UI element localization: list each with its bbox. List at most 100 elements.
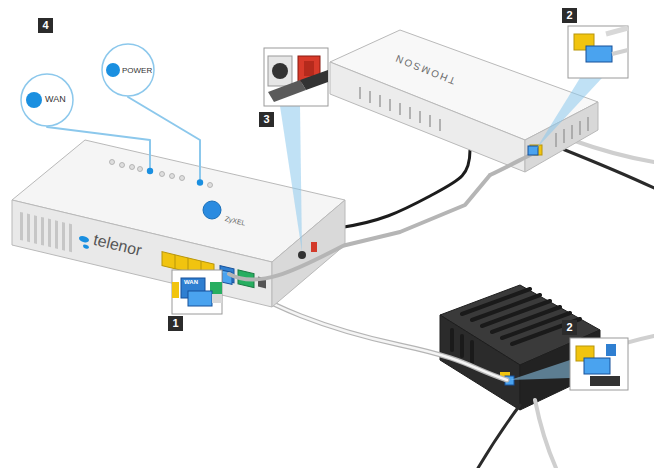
- modem-device-outline-part: [525, 102, 598, 172]
- led-callout-circle-outline-part: [102, 44, 154, 96]
- router-device-outline-part: [203, 201, 221, 219]
- inset-power-port-part: [300, 70, 328, 90]
- router-device-outline-part: [12, 200, 272, 307]
- inset-modem-port-part: [612, 50, 628, 54]
- modem-device: THOMSON: [320, 25, 600, 175]
- modem-device-outline-part-part: [379, 95, 381, 107]
- router-device-outline-part-part: [79, 235, 89, 243]
- modem-device-outline-part-part: [399, 103, 401, 115]
- router-device-outline-part-part: [200, 261, 201, 275]
- inset-wan-port-part: [212, 294, 222, 303]
- cable-connector: [345, 175, 490, 245]
- router-device-outline-part-part: [138, 167, 143, 172]
- callout-number: 3: [259, 112, 274, 127]
- led-callout-circle-outline-part: [26, 92, 42, 108]
- router-device-outline-part-part: [62, 222, 65, 251]
- router-device-outline-part: [147, 168, 153, 174]
- modem-device-outline-part-part: [369, 91, 371, 103]
- modem-device-outline-part-part: [359, 87, 361, 99]
- router-device-outline-part-part: [83, 244, 89, 249]
- router-device-outline-part: [298, 251, 306, 259]
- inset-black-modem-port: [570, 338, 628, 390]
- callout-number: 1: [168, 316, 183, 331]
- router-device-outline-part-part: [222, 270, 232, 284]
- router-device-outline-part-part: [110, 160, 115, 165]
- modem-device-outline-part-part: [579, 121, 581, 135]
- router-device-outline-part-part: [55, 220, 58, 249]
- router-device-outline-part-part: [170, 174, 175, 179]
- router-device-outline-part-part: [160, 172, 165, 177]
- modem-device-outline-part-part: [419, 111, 421, 123]
- router-device-outline-part-part: [174, 255, 175, 269]
- cables-part: [478, 405, 520, 468]
- inset-power-port-part: [304, 61, 314, 76]
- router-device-outline-part: [311, 242, 317, 252]
- black-modem-part-part: [460, 336, 464, 356]
- modem-device-outline-part: [530, 145, 542, 155]
- router-device-outline-part-part: [20, 212, 23, 241]
- router-device-outline-part-part: [180, 176, 185, 181]
- router-device-outline-part-part: [162, 252, 214, 278]
- router-device-outline-part: [272, 200, 345, 307]
- router-device-outline-part: [110, 160, 213, 188]
- black-modem: [440, 285, 600, 410]
- router-device-outline-part: [149, 140, 151, 171]
- inset-black-modem-port-part: [606, 344, 616, 356]
- cables-part: [560, 148, 654, 188]
- modem-device-outline-part-part: [429, 115, 431, 127]
- inset-power-port-part: [268, 80, 306, 102]
- modem-device-outline-part: [360, 87, 588, 147]
- inset-black-modem-port-part: [584, 358, 610, 374]
- modem-device-outline-part-part: [587, 117, 589, 131]
- modem-device-outline: [320, 25, 600, 175]
- led-label: POWER: [122, 66, 152, 76]
- inset-power-port-part: [268, 56, 292, 86]
- cables-part: [572, 140, 654, 162]
- black-modem-part: [452, 289, 580, 362]
- inset-modem-port-part: [568, 26, 628, 78]
- leader-connector: [47, 127, 150, 140]
- inset-wan-port-part: [172, 282, 179, 298]
- router-device-outline-part-part: [41, 217, 44, 246]
- router-device-outline-part-part: [238, 270, 254, 288]
- router-device-outline-part-part: [130, 165, 135, 170]
- inset-power-port-part: [272, 63, 288, 79]
- inset-black-modem-port-part: [590, 376, 620, 386]
- modem-device-outline-part-part: [555, 133, 557, 147]
- modem-device-outline-part-part: [389, 99, 391, 111]
- port-label: WAN: [184, 279, 198, 286]
- black-modem-part-part: [450, 330, 454, 350]
- router-device-outline-part-part: [34, 215, 37, 244]
- modem-device-outline-part: [330, 62, 525, 172]
- router-device-outline-part: [20, 212, 266, 299]
- led-callout-circle: POWER: [101, 43, 155, 97]
- modem-device-outline-part-part: [409, 107, 411, 119]
- inset-wan-port-part: [172, 270, 222, 314]
- modem-device-outline-part-part: [563, 129, 565, 143]
- router-device-outline-part-part: [120, 163, 125, 168]
- inset-power-port: [264, 48, 328, 106]
- modem-device-outline-part-part: [571, 125, 573, 139]
- black-modem-part: [440, 285, 600, 365]
- black-modem-part-part: [470, 342, 474, 362]
- led-callout-circle-outline-part: [21, 74, 73, 126]
- led-callout-circle: WAN: [20, 73, 74, 127]
- inset-black-modem-port-part: [570, 338, 628, 390]
- inset-wan-port-part: [188, 291, 212, 306]
- led-label: WAN: [45, 94, 66, 105]
- router-device-outline-part: [197, 179, 203, 185]
- callout-number: 4: [38, 18, 53, 33]
- router-device-outline-part-part: [258, 277, 266, 289]
- cable-ends-part: [528, 146, 538, 155]
- callout-number: 2: [562, 8, 577, 23]
- router-device-outline-part: [199, 140, 201, 182]
- black-modem-part: [440, 315, 520, 410]
- leader-connector: [128, 97, 200, 140]
- router-device-outline-part-part: [69, 224, 72, 253]
- cables-part: [535, 400, 556, 468]
- inset-power-port-part: [264, 48, 328, 106]
- router-device-outline-part-part: [187, 258, 188, 272]
- led-callout-circle-outline-part: [106, 63, 120, 77]
- callout-wedges-part: [510, 360, 570, 380]
